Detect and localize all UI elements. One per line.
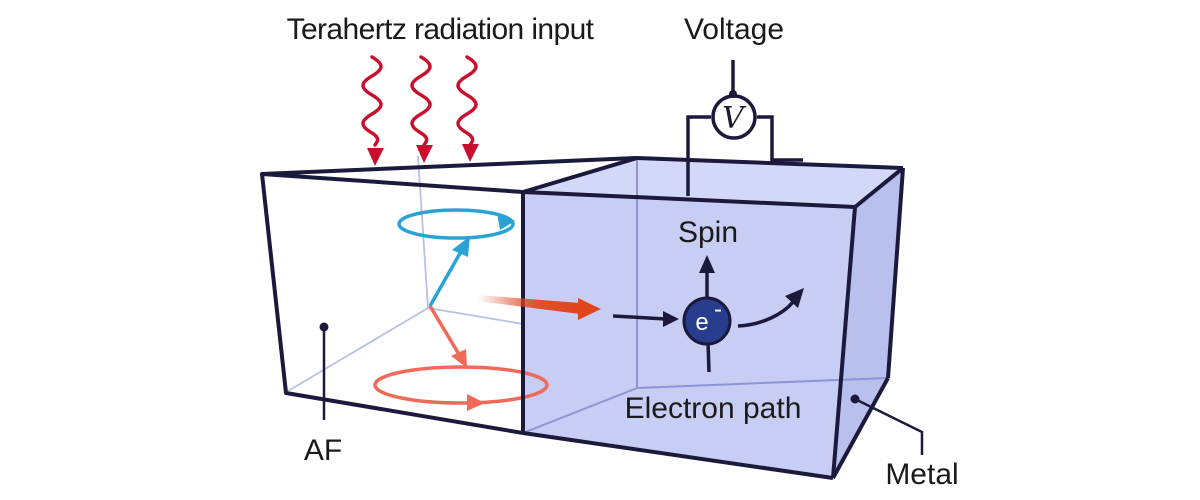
af-label: AF	[304, 434, 342, 467]
upper-orbit-arrowhead	[497, 213, 515, 230]
af-spin-precession	[373, 208, 549, 411]
lower-orbit-arrowhead	[467, 394, 485, 411]
deflected-electron-arrow	[737, 300, 795, 328]
electron-symbol: e	[695, 309, 708, 336]
electron-charge: -	[714, 296, 722, 323]
lower-precession-orbit	[373, 365, 549, 405]
upper-spin-arrowhead	[452, 236, 470, 257]
terahertz-arrowheads	[367, 144, 479, 166]
lower-spin-arrowhead	[451, 349, 467, 368]
thz-wave-2	[410, 55, 432, 147]
af-top-back-edge	[261, 156, 638, 176]
metal-top-front-edge	[522, 190, 856, 209]
metal-label: Metal	[885, 458, 958, 491]
electron-path-arrows	[612, 272, 795, 373]
incoming-electron-arrowhead	[663, 311, 679, 327]
spin-label: Spin	[678, 216, 738, 249]
metal-side-top-edge	[853, 166, 905, 209]
label-leaders	[319, 322, 924, 455]
spin-arrowhead	[699, 255, 715, 273]
terahertz-label: Terahertz radiation input	[287, 13, 595, 46]
electron: e -	[682, 296, 732, 346]
block-outlines	[260, 156, 905, 480]
spin-current-arrow	[478, 295, 601, 320]
metal-right-edge	[886, 167, 905, 379]
spin-axis-lower	[706, 341, 711, 373]
upper-spin-vector	[428, 247, 465, 307]
metal-top-back-edge	[636, 156, 904, 170]
spin-current-shaft	[478, 295, 580, 314]
deflected-electron-arrowhead	[785, 288, 804, 308]
metal-hidden-edge	[636, 377, 889, 389]
electron-circle	[682, 296, 732, 346]
metal-front-vertical-edge	[831, 206, 857, 479]
electron-arrowheads	[663, 255, 804, 327]
metal-bottom-side-edge	[831, 377, 890, 479]
electron-path-label: Electron path	[625, 392, 802, 425]
voltage-lead-dot	[729, 90, 737, 98]
voltmeter-symbol: V	[722, 101, 747, 136]
terahertz-waves	[361, 55, 478, 147]
spin-current-arrowhead	[578, 298, 601, 320]
thz-wave-1	[361, 55, 383, 147]
thz-wave-3	[456, 55, 478, 147]
interface-top-edge	[522, 156, 638, 194]
thz-arrowhead-2	[416, 145, 433, 163]
af-block-hidden-edges	[287, 155, 524, 392]
incoming-electron-arrow	[612, 314, 667, 321]
voltage-label: Voltage	[684, 13, 784, 46]
voltmeter-wire-right	[757, 115, 803, 162]
metal-bottom-front-edge	[522, 431, 834, 480]
voltmeter-circuit	[686, 60, 803, 196]
thz-arrowhead-1	[367, 148, 384, 166]
metal-leader-line	[854, 397, 924, 455]
upper-precession-orbit	[397, 208, 515, 240]
af-front-outline	[260, 172, 524, 435]
lower-spin-vector	[428, 305, 462, 357]
voltmeter-wire-left	[686, 115, 711, 196]
metal-hidden-edge	[522, 387, 638, 434]
thz-arrowhead-3	[462, 144, 479, 162]
metal-side-face	[833, 168, 903, 478]
